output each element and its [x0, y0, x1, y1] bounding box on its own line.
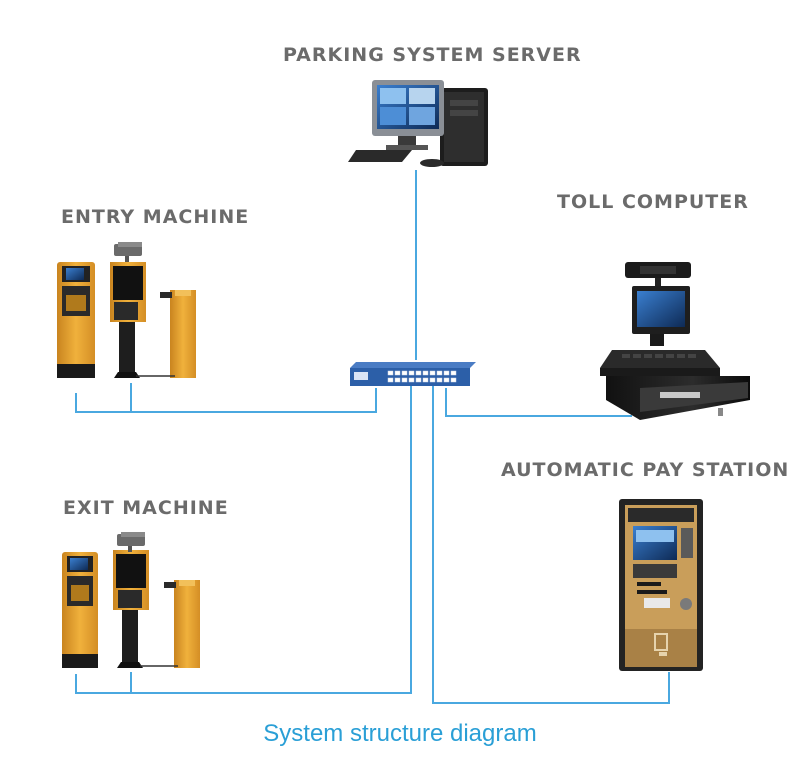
- toll-computer-icon: [600, 262, 750, 420]
- exit-label: EXIT MACHINE: [63, 497, 229, 519]
- toll-link: [445, 388, 632, 417]
- diagram-caption: System structure diagram: [263, 720, 537, 747]
- exit-machine-icon: [62, 532, 200, 668]
- server-computer-icon: [348, 80, 488, 167]
- entry-link: [75, 388, 377, 413]
- exit-link: [75, 386, 412, 694]
- toll-label: TOLL COMPUTER: [557, 191, 749, 213]
- pay-station-icon: [619, 499, 703, 671]
- connection-lines: [75, 170, 670, 704]
- entry-machine-icon: [57, 242, 196, 378]
- pay-station-label: AUTOMATIC PAY STATION: [501, 459, 790, 481]
- entry-label: ENTRY MACHINE: [61, 206, 250, 228]
- server-label: PARKING SYSTEM SERVER: [283, 44, 582, 66]
- pay-station-link: [432, 386, 670, 704]
- network-switch-icon: [350, 362, 476, 386]
